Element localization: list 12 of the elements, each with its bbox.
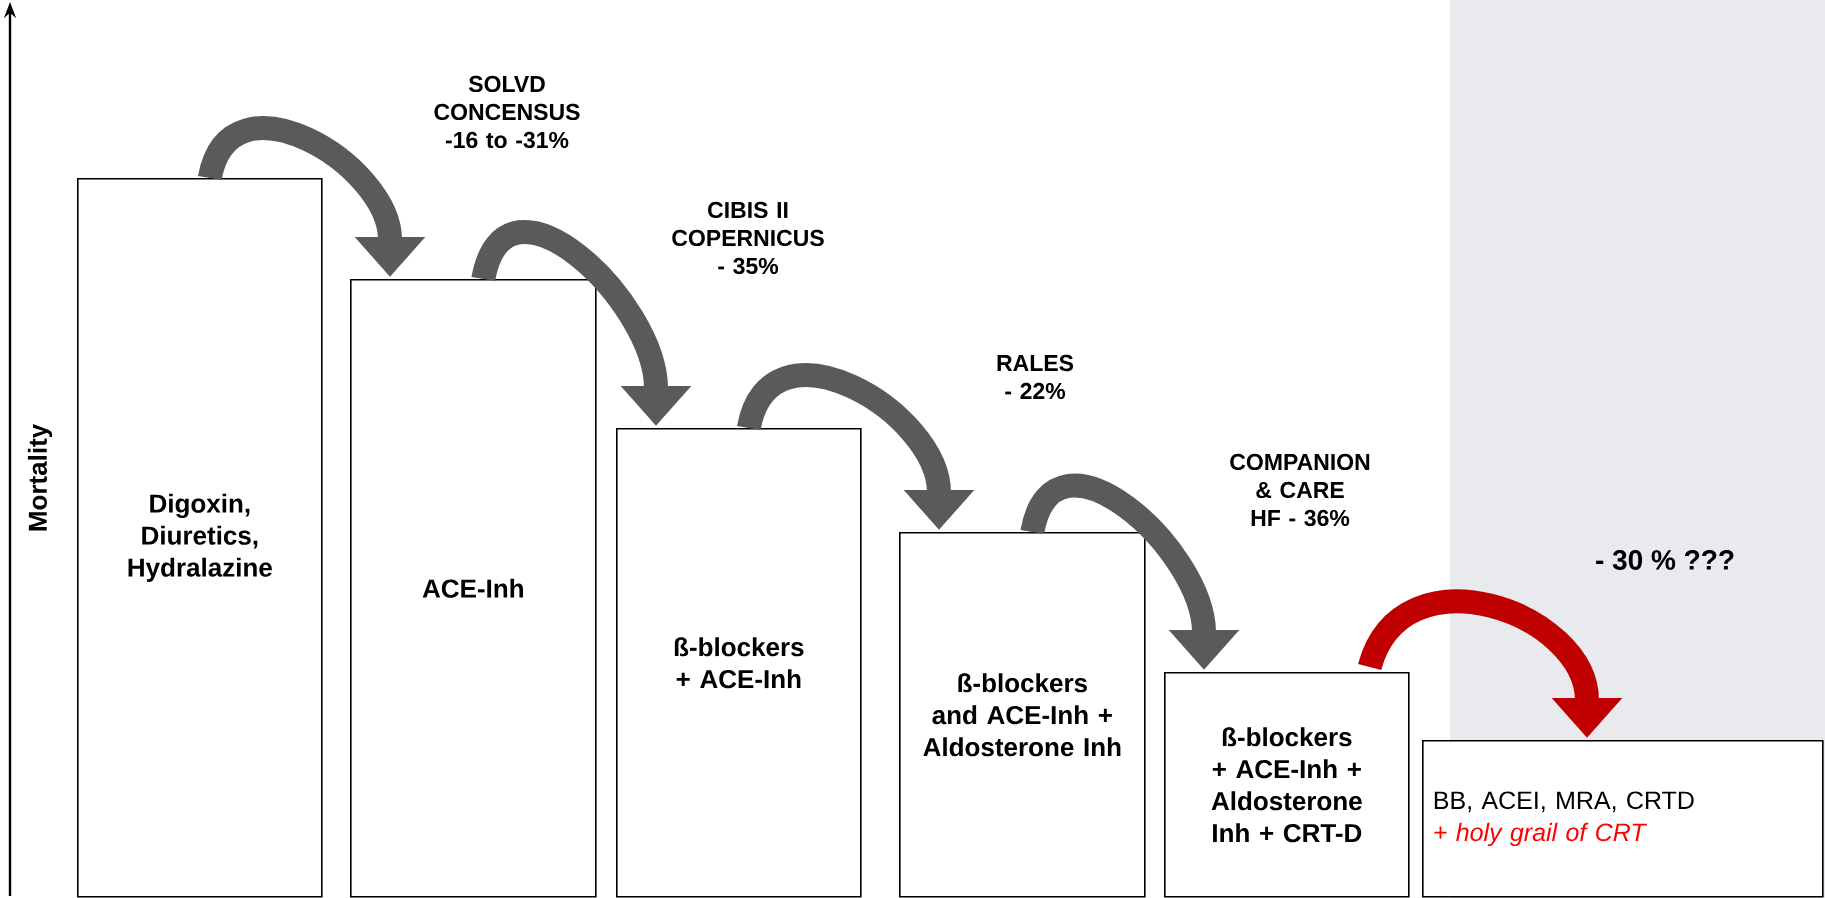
bar: ß-blockers + ACE-Inh + Aldosterone Inh + CRT-D — [1164, 672, 1410, 898]
bar: ß-blockers and ACE-Inh + Aldosterone Inh — [899, 532, 1146, 898]
edge-label: COMPANION & CARE HF - 36% — [1230, 453, 1370, 527]
axis-label: Mortality — [27, 423, 53, 531]
bar: BB, ACEI, MRA, CRTD + holy grail of CRT — [1422, 740, 1824, 898]
edge-label: CIBIS II COPERNICUS - 35% — [672, 201, 824, 275]
bar: Digoxin, Diuretics, Hydralazine — [77, 178, 323, 898]
bar: ß-blockers + ACE-Inh — [616, 428, 862, 898]
edge-label: SOLVD CONCENSUS -16 to -31% — [434, 75, 580, 149]
edge-label: - 30 % ??? — [1596, 550, 1734, 570]
edge-label: RALES - 22% — [997, 354, 1074, 400]
bar: ACE-Inh — [350, 279, 597, 898]
